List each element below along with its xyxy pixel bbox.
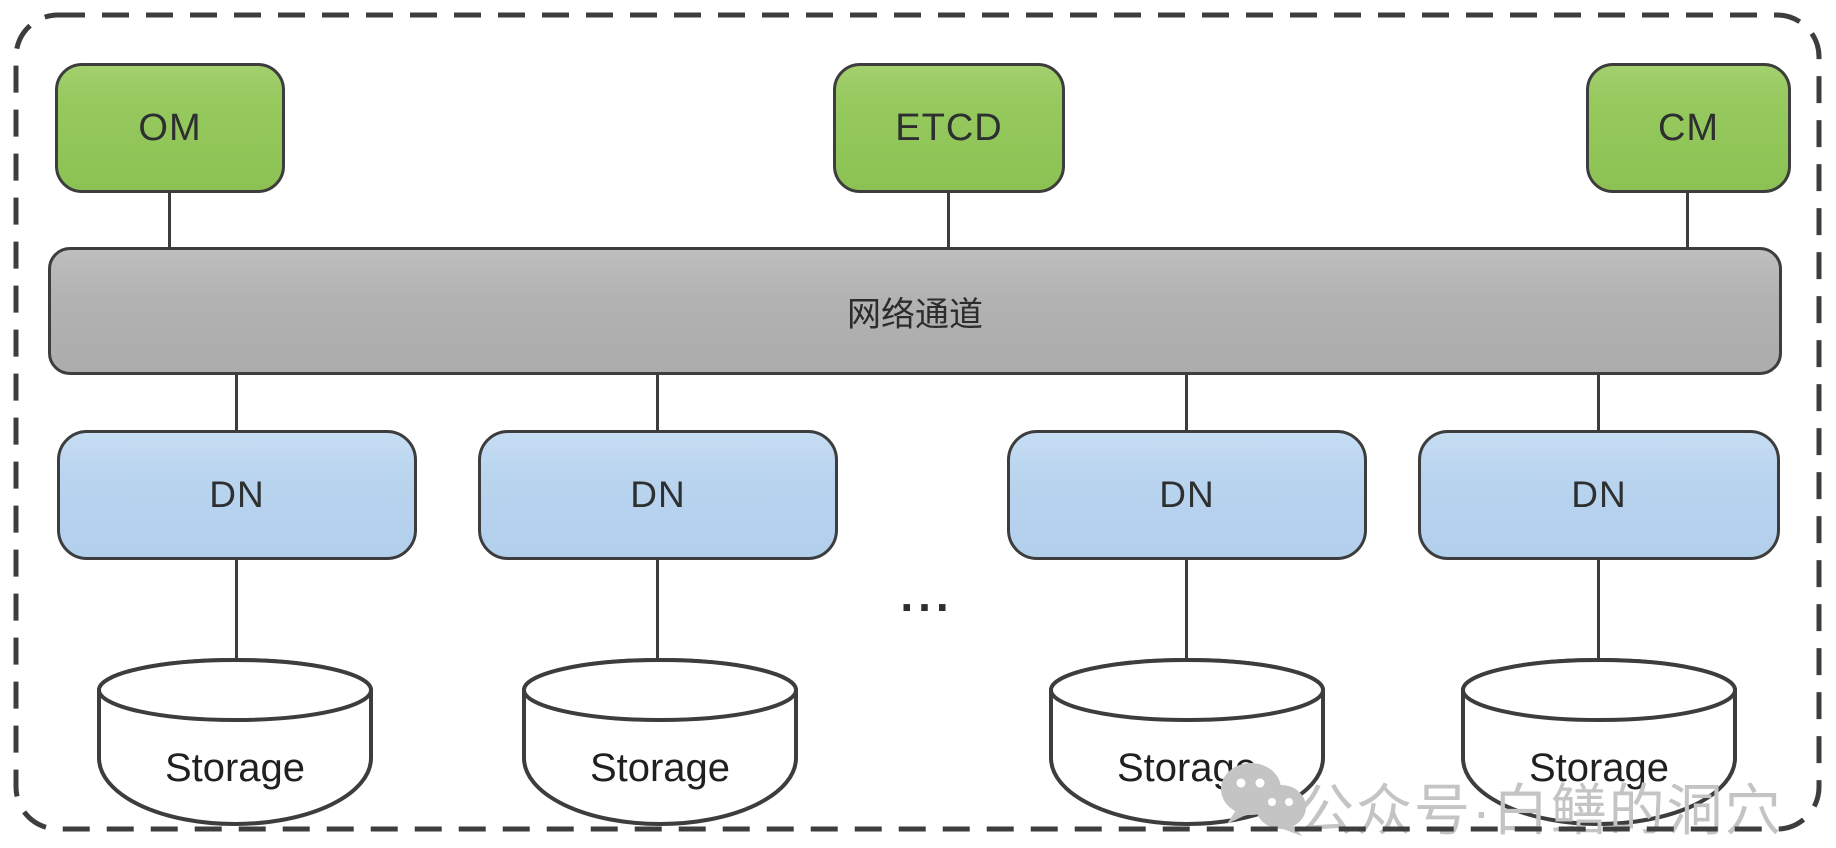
connector-cm-bus — [1686, 191, 1689, 249]
connector-om-bus — [168, 191, 171, 249]
connector-bus-dn2 — [656, 373, 659, 433]
storage-node-2: Storage — [518, 656, 802, 834]
storage-cylinder-icon — [1461, 658, 1737, 826]
connector-dn4-storage — [1597, 558, 1600, 666]
storage-label: Storage — [1116, 746, 1258, 790]
network-channel-label: 网络通道 — [847, 295, 983, 334]
node-dn-3: DN — [1007, 430, 1367, 560]
storage-cylinder-icon — [1049, 658, 1325, 826]
connector-dn2-storage — [656, 558, 659, 666]
connector-dn3-storage — [1185, 558, 1188, 666]
storage-cylinder-icon — [522, 658, 798, 826]
node-dn-4: DN — [1418, 430, 1780, 560]
storage-node-4: Storage — [1457, 656, 1741, 834]
connector-dn1-storage — [235, 558, 238, 666]
more-nodes-ellipsis: ... — [900, 569, 954, 621]
node-cm-label: CM — [1657, 106, 1720, 149]
node-dn-4-label: DN — [1571, 474, 1627, 515]
node-cm: CM — [1586, 63, 1791, 193]
storage-label: Storage — [164, 746, 306, 790]
connector-bus-dn1 — [235, 373, 238, 433]
storage-cylinder-icon — [97, 658, 373, 826]
storage-node-1: Storage — [93, 656, 377, 834]
node-dn-1: DN — [57, 430, 417, 560]
node-etcd: ETCD — [833, 63, 1065, 193]
node-dn-3-label: DN — [1159, 474, 1215, 515]
storage-label: Storage — [589, 746, 731, 790]
connector-bus-dn4 — [1597, 373, 1600, 433]
node-om-label: OM — [138, 106, 202, 149]
storage-node-3: Storage — [1045, 656, 1329, 834]
node-dn-1-label: DN — [209, 474, 265, 515]
node-om: OM — [55, 63, 285, 193]
node-etcd-label: ETCD — [895, 106, 1003, 149]
network-channel-bus: 网络通道 — [48, 247, 1782, 375]
node-dn-2-label: DN — [630, 474, 686, 515]
connector-bus-dn3 — [1185, 373, 1188, 433]
connector-etcd-bus — [947, 191, 950, 249]
storage-label: Storage — [1528, 746, 1670, 790]
node-dn-2: DN — [478, 430, 838, 560]
